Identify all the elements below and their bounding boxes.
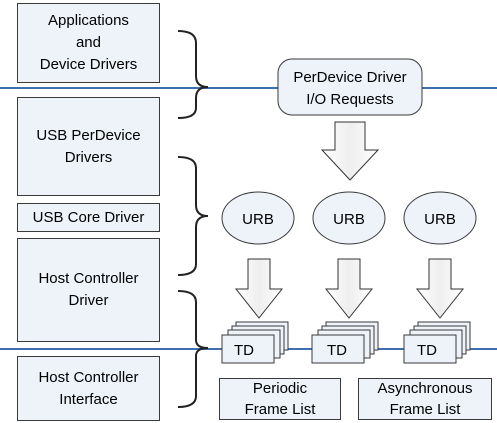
usb-core-driver-label: USB Core Driver [32, 208, 145, 226]
io-requests-line2: I/O Requests [306, 91, 394, 108]
td-stack-1: TD [221, 321, 289, 364]
usb-perdevice-drivers-box: USB PerDevice Drivers [17, 97, 160, 196]
user-kernel-boundary-line [0, 87, 497, 89]
host-controller-interface-label: Host Controller Interface [38, 368, 139, 408]
urb-ellipse-1 [221, 191, 295, 245]
brace-host-controller [177, 290, 209, 408]
urb-ellipse-3 [403, 191, 477, 245]
asynchronous-frame-list-label: Asynchronous Frame List [377, 380, 473, 418]
urb-to-td-arrow-2 [324, 258, 374, 319]
urb-to-td-arrow-1 [234, 258, 284, 319]
usb-core-driver-box: USB Core Driver [17, 203, 160, 232]
td-label-2: TD [327, 342, 347, 359]
periodic-frame-list-label: Periodic Frame List [244, 380, 316, 418]
urb-label-2: URB [333, 211, 365, 228]
host-controller-driver-label: Host Controller Driver [38, 270, 139, 309]
td-stack-3: TD [403, 321, 471, 364]
td-label-3: TD [417, 342, 437, 359]
requests-down-arrow [320, 121, 380, 181]
applications-layer-box: Applications and Device Drivers [17, 3, 160, 83]
td-stack-2: TD [311, 321, 379, 364]
io-requests-line1: PerDevice Driver [293, 69, 406, 86]
asynchronous-frame-list-box: Asynchronous Frame List [358, 378, 492, 420]
brace-applications [177, 30, 209, 119]
urb-to-td-arrow-3 [415, 258, 465, 319]
brace-usb-drivers [177, 156, 209, 276]
urb-label-1: URB [242, 211, 274, 228]
urb-ellipse-2 [312, 191, 386, 245]
io-requests-box [277, 58, 423, 116]
urb-label-3: URB [424, 211, 456, 228]
periodic-frame-list-box: Periodic Frame List [219, 378, 341, 420]
host-controller-driver-box: Host Controller Driver [17, 238, 160, 342]
host-controller-interface-box: Host Controller Interface [17, 356, 160, 421]
td-label-1: TD [234, 342, 254, 359]
applications-layer-label: Applications and Device Drivers [39, 12, 138, 73]
usb-perdevice-drivers-label: USB PerDevice Drivers [36, 126, 141, 166]
